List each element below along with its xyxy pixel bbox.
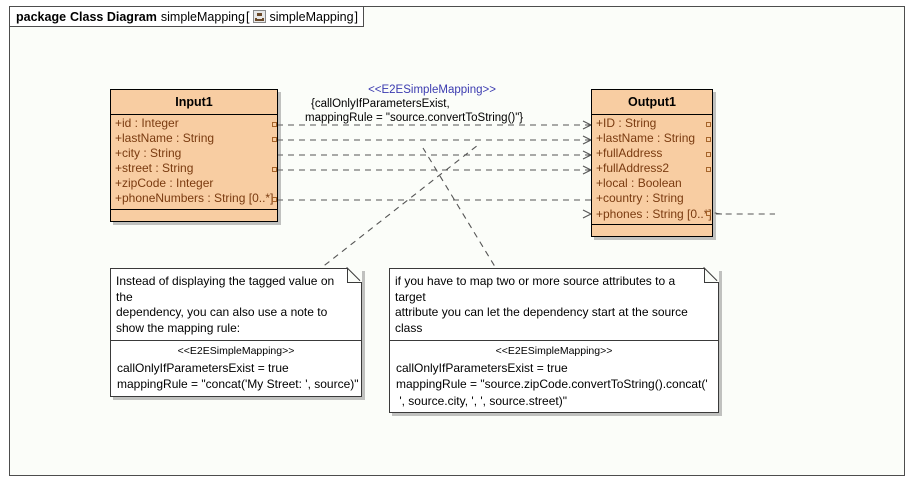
note-text-line: Instead of displaying the tagged value o… [116,274,335,304]
note-stereotype: <<E2ESimpleMapping>> [177,345,295,357]
note-text-line: if you have to map two or more source at… [395,274,676,304]
attribute-row: +phones : String [0..*] [596,206,712,221]
attribute-row: +lastName : String [115,131,215,146]
note-rule-line: ', source.city, ', ', source.street)" [396,393,567,408]
port-input1-phonenumbers[interactable] [272,197,277,202]
dependency-tag-line-1: {callOnlyIfParametersExist, [311,98,450,110]
package-keyword: package [16,9,67,24]
class-box-output1[interactable]: Output1 +ID : String +lastName : String … [591,89,713,237]
dependency-stereotype: <<E2ESimpleMapping>> [368,84,496,96]
package-inner-name: simpleMapping [269,9,354,24]
note-fold-corner-icon [704,268,719,283]
class-title-input1: Input1 [111,90,277,115]
package-diagram-type: Class Diagram [70,9,157,24]
package-header-tab: package Class Diagram simpleMapping [ si… [9,6,365,27]
class-diagram-icon [253,10,267,23]
port-output1-fulladdress[interactable] [706,152,711,157]
note-text-line: dependency, you can also use a note to [116,305,328,319]
bracket-open: [ [245,9,250,24]
class-attributes-input1: +id : Integer +lastName : String +city :… [111,115,277,210]
class-operations-input1 [111,210,277,221]
attribute-row: +city : String [115,146,182,161]
note-rule-line: callOnlyIfParametersExist = true [396,360,568,375]
attribute-row: +ID : String [596,116,657,130]
note-right-rule: <<E2ESimpleMapping>> callOnlyIfParameter… [390,340,718,412]
bracket-close: ] [354,9,359,24]
attribute-row: +lastName : String [596,131,696,146]
attribute-row: +zipCode : Integer [115,176,214,191]
dependency-tagged-value-label: <<E2ESimpleMapping>> {callOnlyIfParamete… [297,83,567,125]
port-input1-lastname[interactable] [272,137,277,142]
class-box-input1[interactable]: Input1 +id : Integer +lastName : String … [110,89,278,222]
attribute-row: +phoneNumbers : String [0..*] [115,191,274,206]
attribute-row: +country : String [596,191,684,206]
note-right-text: if you have to map two or more source at… [390,269,718,340]
class-attributes-output1: +ID : String +lastName : String +fullAdd… [592,115,712,225]
port-output1-phones[interactable] [706,211,711,216]
note-stereotype: <<E2ESimpleMapping>> [495,345,613,357]
note-rule-line: callOnlyIfParametersExist = true [117,360,289,375]
attribute-row: +fullAddress2 [596,161,670,176]
note-text-line: class [395,320,423,335]
package-name: simpleMapping [160,9,245,24]
note-left-text: Instead of displaying the tagged value o… [111,269,361,340]
class-title-output1: Output1 [592,90,712,115]
port-input1-id[interactable] [272,122,277,127]
note-left-rule: <<E2ESimpleMapping>> callOnlyIfParameter… [111,340,361,396]
note-left[interactable]: Instead of displaying the tagged value o… [110,268,362,397]
note-text-line: show the mapping rule: [116,320,241,335]
attribute-row: +local : Boolean [596,176,682,191]
note-rule-line: mappingRule = "concat('My Street: ', sou… [117,377,359,391]
attribute-row: +fullAddress [596,146,663,161]
note-text-line: attribute you can let the dependency sta… [395,305,688,319]
port-input1-street[interactable] [272,167,277,172]
port-output1-id[interactable] [706,122,711,127]
port-output1-fulladdress2[interactable] [706,167,711,172]
class-operations-output1 [592,225,712,236]
port-output1-lastname[interactable] [706,137,711,142]
note-rule-line: mappingRule = "source.zipCode.convertToS… [396,377,708,391]
dependency-tag-line-2: mappingRule = "source.convertToString()"… [305,112,524,124]
note-fold-corner-icon [347,268,362,283]
note-right[interactable]: if you have to map two or more source at… [389,268,719,413]
attribute-row: +street : String [115,161,194,176]
attribute-row: +id : Integer [115,116,179,130]
